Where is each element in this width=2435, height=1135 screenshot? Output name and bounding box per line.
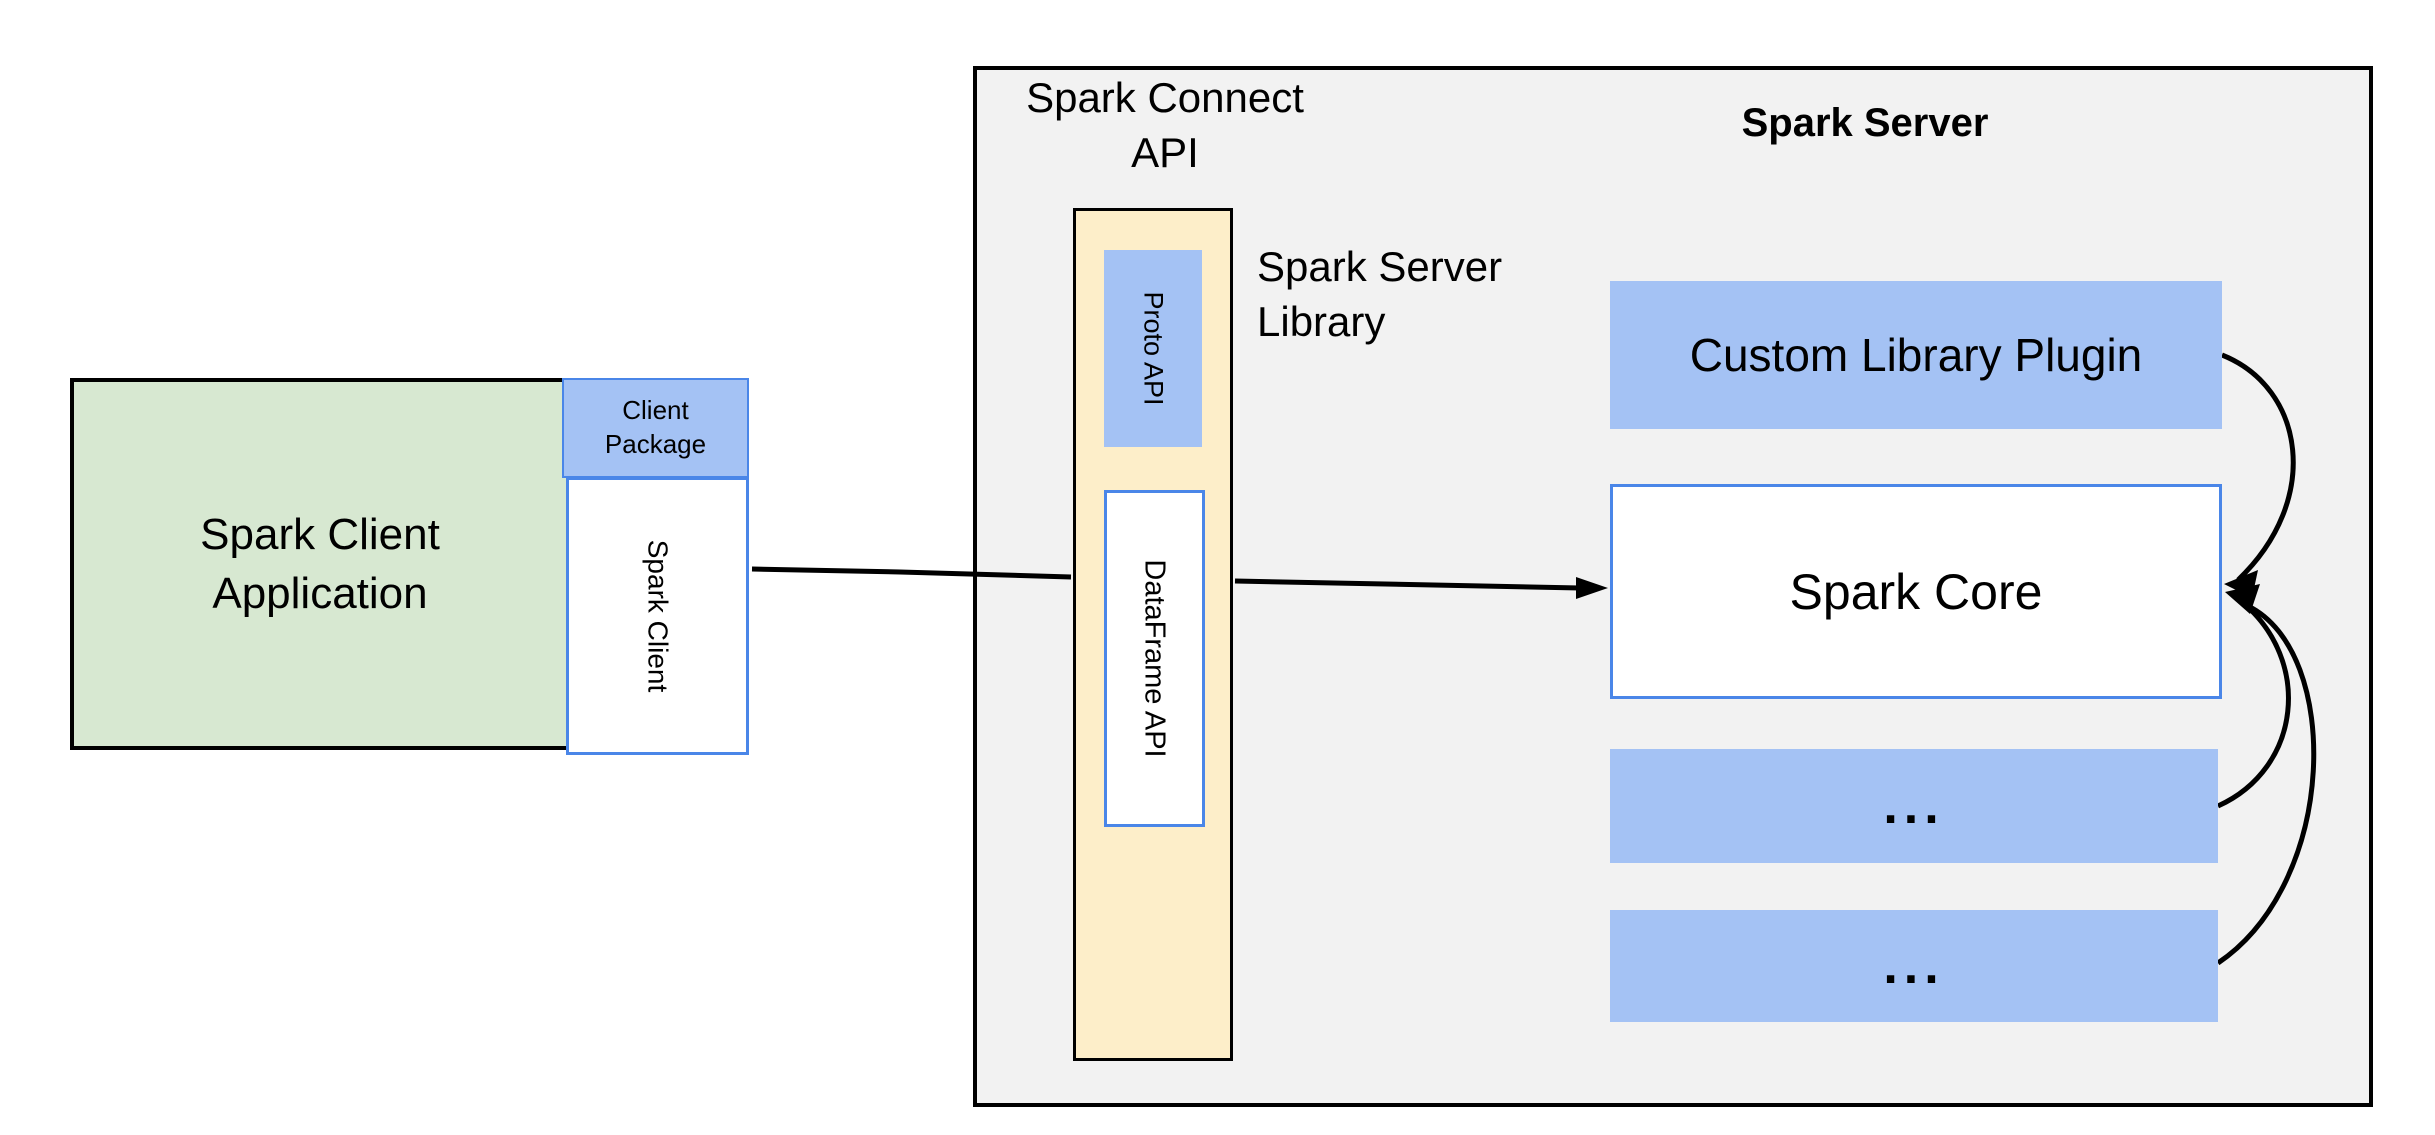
- ellipsis-box-2: ...: [1610, 910, 2218, 1022]
- spark-client-application-box: Spark Client Application: [70, 378, 570, 750]
- spark-server-library-label: Spark Server Library: [1257, 243, 1503, 345]
- spark-core-box: Spark Core: [1610, 484, 2222, 699]
- custom-library-plugin-box: Custom Library Plugin: [1610, 281, 2222, 429]
- dataframe-api-label: DataFrame API: [1139, 559, 1171, 758]
- spark-client-label: Spark Client: [642, 539, 674, 693]
- spark-connect-api-label: Spark Connect API: [1026, 73, 1304, 176]
- spark-client-box: Spark Client: [566, 477, 749, 755]
- client-package-box: Client Package: [562, 378, 749, 478]
- proto-api-label: Proto API: [1138, 291, 1169, 406]
- spark-server-title: Spark Server: [1741, 100, 1989, 145]
- ellipsis-box-1: ...: [1610, 749, 2218, 863]
- dataframe-api-box: DataFrame API: [1104, 490, 1205, 827]
- proto-api-box: Proto API: [1104, 250, 1202, 447]
